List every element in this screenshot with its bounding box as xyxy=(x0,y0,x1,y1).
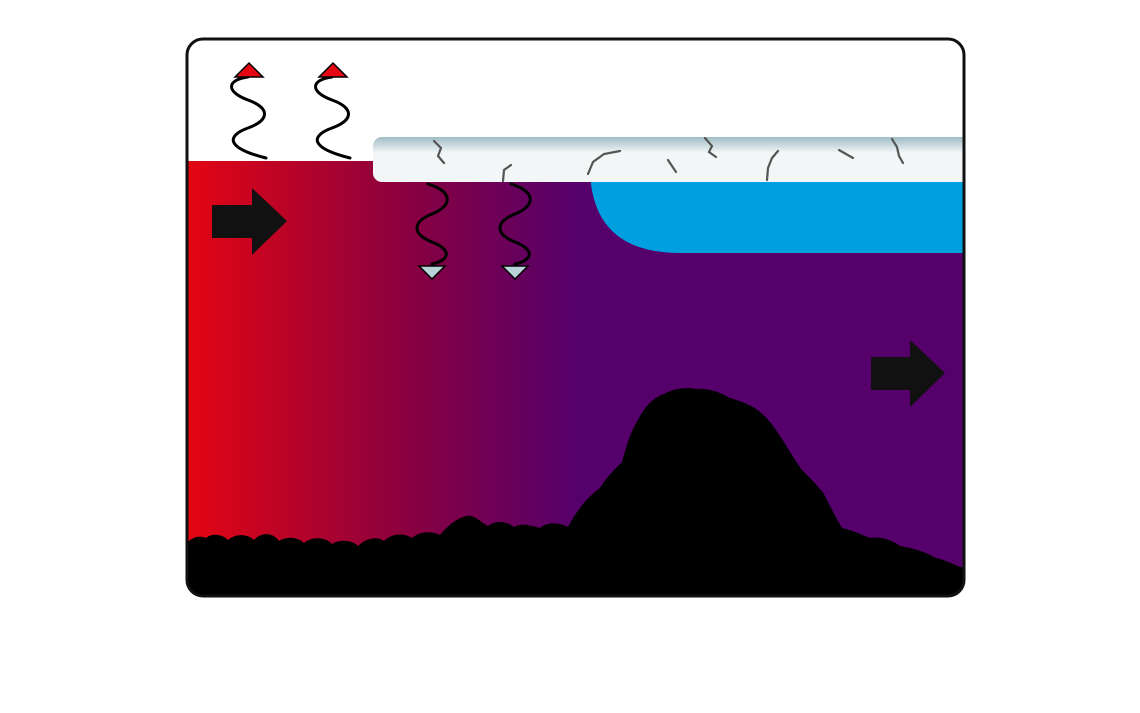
arrowhead-up xyxy=(317,61,349,78)
arrow-right-icon xyxy=(871,340,945,407)
crevasse xyxy=(432,139,446,165)
arrowhead-down xyxy=(500,265,530,281)
arrowhead-up xyxy=(233,61,265,78)
crevasse xyxy=(586,149,622,176)
ice-shelf xyxy=(373,137,964,182)
seafloor xyxy=(187,388,964,596)
wavy-arrow-down-icon xyxy=(415,182,449,281)
diagram-frame xyxy=(185,37,966,598)
wavy-arrow-up-icon xyxy=(314,61,352,160)
crevasse xyxy=(890,137,905,165)
heat-wave-line xyxy=(498,182,532,266)
ice-crevasses xyxy=(432,136,905,183)
arrowhead-down xyxy=(417,265,447,281)
crevasse xyxy=(837,148,855,160)
heat-wave-line xyxy=(314,75,352,160)
crevasse xyxy=(765,149,780,182)
crevasse xyxy=(501,163,513,183)
wavy-arrow-down-icon xyxy=(498,182,532,281)
heat-wave-line xyxy=(230,75,268,160)
subshelf-meltwater xyxy=(590,170,964,253)
arrow-right-icon xyxy=(212,188,287,255)
crevasse xyxy=(666,158,678,174)
crevasse xyxy=(703,136,718,159)
wavy-arrow-up-icon xyxy=(230,61,268,160)
heat-wave-line xyxy=(415,182,449,266)
